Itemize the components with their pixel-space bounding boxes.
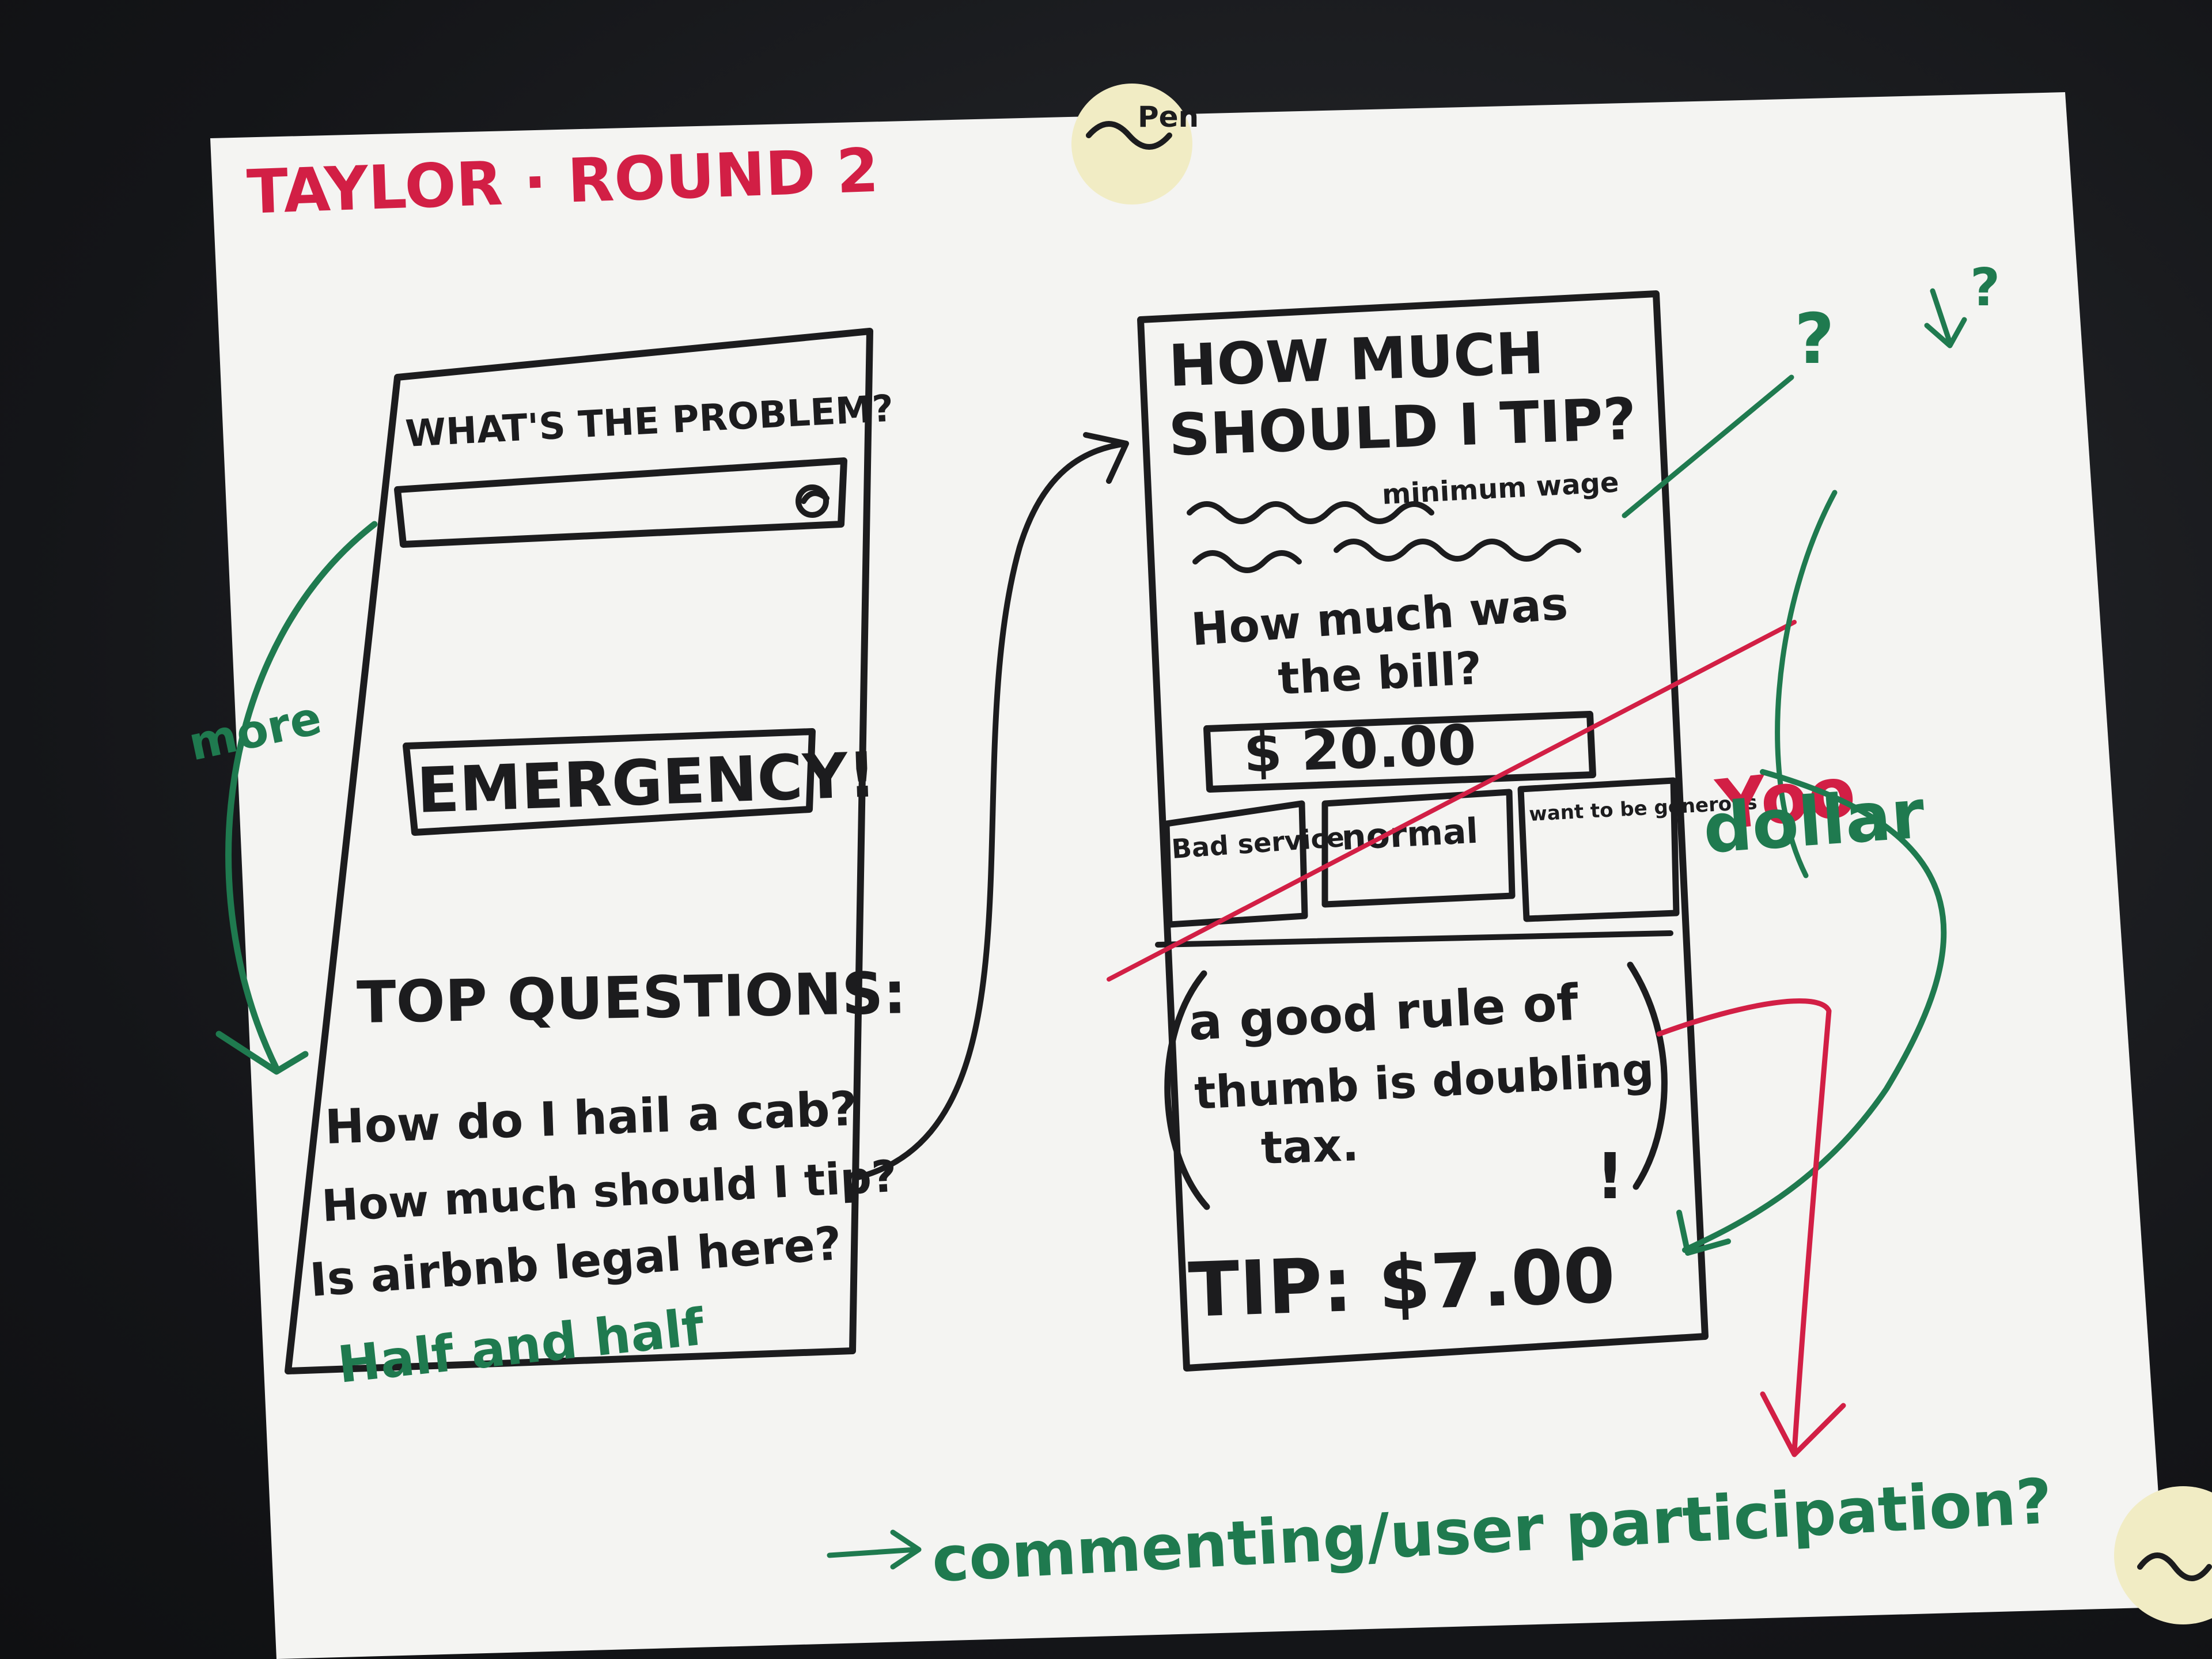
emergency-button[interactable]: EMERGENCY!	[403, 728, 878, 836]
screen-two-title-line2: SHOULD I TIP?	[1168, 385, 1638, 469]
search-icon[interactable]	[796, 484, 830, 518]
red-down-arrow	[1656, 998, 1846, 1457]
tip-rule-mark: !	[1596, 1139, 1624, 1213]
tip-result: TIP: $7.00	[1187, 1232, 1617, 1334]
option-normal-label: normal	[1340, 811, 1479, 858]
green-return-arrow	[1676, 769, 1947, 1256]
bill-input[interactable]: $ 20.00	[1203, 711, 1596, 793]
screen-one-frame	[285, 328, 873, 1374]
sticker-top: Pen	[1071, 84, 1199, 204]
screen-two-title-line1: HOW MUCH	[1168, 319, 1545, 400]
green-bottom-arrow	[827, 1529, 922, 1570]
bill-question-line2: the bill?	[1277, 643, 1483, 705]
sticker-bottom-right	[2114, 1486, 2212, 1624]
top-questions-label: TOP QUESTIONS:	[356, 959, 907, 1036]
flow-arrow	[853, 432, 1129, 1181]
bill-value: $ 20.00	[1243, 713, 1478, 785]
sticker-text-top: Pen	[1138, 100, 1199, 134]
screen-two-frame	[1137, 290, 1709, 1372]
red-strike-line	[1107, 620, 1797, 982]
search-input[interactable]	[394, 457, 847, 548]
green-long-curve	[1775, 490, 1838, 878]
option-normal[interactable]: normal	[1321, 789, 1516, 908]
paper-sheet	[210, 92, 2166, 1659]
emergency-label: EMERGENCY!	[416, 739, 878, 827]
annotation-question-mark-1: ?	[1794, 300, 1835, 380]
green-down-arrow-small	[1924, 288, 1967, 349]
scribble-line-2	[1192, 539, 1581, 573]
scribble-line-1	[1187, 501, 1434, 524]
tip-rule-line3: tax.	[1260, 1119, 1360, 1175]
green-pointer-line	[1622, 374, 1794, 518]
annotation-question-mark-2: ?	[1970, 257, 2000, 318]
more-arrow	[215, 521, 378, 1075]
